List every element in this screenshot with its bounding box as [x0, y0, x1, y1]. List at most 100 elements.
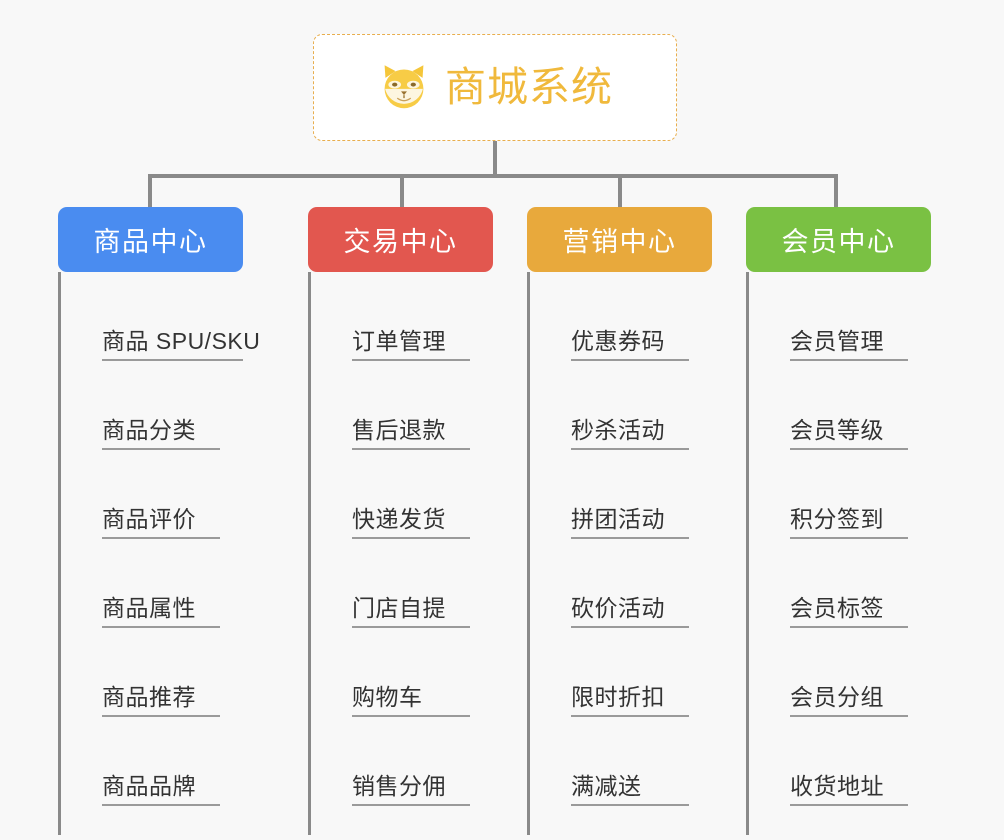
- connector-drop-3: [618, 174, 622, 209]
- root-node-shop-system[interactable]: 商城系统: [313, 34, 677, 141]
- leaf-underline: 会员标签: [790, 595, 908, 628]
- list-item-label: 会员等级: [790, 416, 884, 443]
- connector-root-stub: [493, 141, 497, 178]
- list-item-label: 会员分组: [790, 683, 884, 710]
- list-item[interactable]: 优惠券码: [527, 272, 712, 361]
- category-header-label: 营销中心: [562, 227, 677, 257]
- leaf-underline: 商品品牌: [102, 773, 220, 806]
- leaf-underline: 商品属性: [102, 595, 220, 628]
- leaf-underline: 商品 SPU/SKU: [102, 328, 260, 361]
- list-item[interactable]: 限时折扣: [527, 628, 712, 717]
- leaf-underline: 门店自提: [352, 595, 470, 628]
- list-item-label: 会员管理: [790, 327, 884, 354]
- list-item[interactable]: 收货地址: [746, 717, 931, 806]
- connector-horizontal-bus: [150, 174, 838, 178]
- list-item-label: 满减送: [571, 772, 642, 799]
- category-header-label: 商品中心: [93, 227, 208, 257]
- column-spine: [308, 272, 311, 835]
- category-header-product[interactable]: 商品中心: [58, 207, 243, 272]
- list-item-label: 销售分佣: [352, 772, 446, 799]
- leaf-underline: 会员等级: [790, 417, 908, 450]
- list-item[interactable]: 商品品牌: [58, 717, 243, 806]
- list-item[interactable]: 满减送: [527, 717, 712, 806]
- category-column-marketing: 营销中心 优惠券码 秒杀活动 拼团活动 砍价活动: [527, 207, 712, 835]
- list-item[interactable]: 砍价活动: [527, 539, 712, 628]
- root-title: 商城系统: [445, 64, 613, 110]
- connector-drop-2: [400, 174, 404, 209]
- column-spine: [58, 272, 61, 835]
- leaf-list: 商品 SPU/SKU 商品分类 商品评价 商品属性 商品推荐: [58, 272, 260, 806]
- leaf-underline: 优惠券码: [571, 328, 689, 361]
- list-item[interactable]: 秒杀活动: [527, 361, 712, 450]
- leaf-underline: 满减送: [571, 773, 689, 806]
- list-item[interactable]: 售后退款: [308, 361, 493, 450]
- list-item-label: 售后退款: [352, 416, 446, 443]
- category-header-label: 会员中心: [781, 227, 896, 257]
- list-item[interactable]: 会员等级: [746, 361, 931, 450]
- list-item-label: 商品品牌: [102, 772, 196, 799]
- column-spine: [527, 272, 530, 835]
- list-item-label: 商品 SPU/SKU: [102, 327, 261, 354]
- list-item-label: 秒杀活动: [571, 416, 665, 443]
- list-item[interactable]: 销售分佣: [308, 717, 493, 806]
- category-header-member[interactable]: 会员中心: [746, 207, 931, 272]
- list-item[interactable]: 商品 SPU/SKU: [58, 272, 260, 361]
- list-item[interactable]: 快递发货: [308, 450, 493, 539]
- list-item-label: 商品评价: [102, 505, 196, 532]
- leaf-underline: 购物车: [352, 684, 470, 717]
- list-item[interactable]: 商品评价: [58, 450, 243, 539]
- list-item[interactable]: 会员管理: [746, 272, 931, 361]
- category-header-marketing[interactable]: 营销中心: [527, 207, 712, 272]
- connector-drop-4: [834, 174, 838, 209]
- leaf-underline: 订单管理: [352, 328, 470, 361]
- column-spine: [746, 272, 749, 835]
- list-item[interactable]: 积分签到: [746, 450, 931, 539]
- list-item-label: 限时折扣: [571, 683, 665, 710]
- category-header-label: 交易中心: [343, 227, 458, 257]
- category-column-trade: 交易中心 订单管理 售后退款 快递发货 门店自提: [308, 207, 493, 835]
- category-column-member: 会员中心 会员管理 会员等级 积分签到 会员标签: [746, 207, 931, 835]
- list-item[interactable]: 会员分组: [746, 628, 931, 717]
- list-item-label: 门店自提: [352, 594, 446, 621]
- leaf-underline: 砍价活动: [571, 595, 689, 628]
- list-item-label: 拼团活动: [571, 505, 665, 532]
- category-column-product: 商品中心 商品 SPU/SKU 商品分类 商品评价 商品属性: [58, 207, 260, 835]
- leaf-underline: 秒杀活动: [571, 417, 689, 450]
- list-item-label: 商品推荐: [102, 683, 196, 710]
- leaf-underline: 拼团活动: [571, 506, 689, 539]
- category-header-trade[interactable]: 交易中心: [308, 207, 493, 272]
- list-item-label: 商品属性: [102, 594, 196, 621]
- list-item-label: 购物车: [352, 683, 423, 710]
- list-item-label: 快递发货: [352, 505, 446, 532]
- leaf-underline: 快递发货: [352, 506, 470, 539]
- leaf-underline: 收货地址: [790, 773, 908, 806]
- leaf-underline: 商品推荐: [102, 684, 220, 717]
- list-item-label: 收货地址: [790, 772, 884, 799]
- list-item[interactable]: 订单管理: [308, 272, 493, 361]
- list-item[interactable]: 购物车: [308, 628, 493, 717]
- shiba-dog-face-icon: [384, 64, 424, 108]
- connector-drop-1: [148, 174, 152, 209]
- leaf-underline: 会员分组: [790, 684, 908, 717]
- list-item-label: 优惠券码: [571, 327, 665, 354]
- leaf-underline: 商品分类: [102, 417, 220, 450]
- list-item-label: 砍价活动: [571, 594, 665, 621]
- leaf-list: 优惠券码 秒杀活动 拼团活动 砍价活动 限时折扣: [527, 272, 712, 806]
- list-item[interactable]: 商品推荐: [58, 628, 243, 717]
- list-item-label: 订单管理: [352, 327, 446, 354]
- leaf-underline: 销售分佣: [352, 773, 470, 806]
- list-item[interactable]: 拼团活动: [527, 450, 712, 539]
- leaf-list: 会员管理 会员等级 积分签到 会员标签 会员分组: [746, 272, 931, 806]
- leaf-underline: 积分签到: [790, 506, 908, 539]
- list-item-label: 积分签到: [790, 505, 884, 532]
- list-item-label: 会员标签: [790, 594, 884, 621]
- leaf-underline: 限时折扣: [571, 684, 689, 717]
- list-item[interactable]: 商品属性: [58, 539, 243, 628]
- leaf-underline: 会员管理: [790, 328, 908, 361]
- leaf-underline: 商品评价: [102, 506, 220, 539]
- list-item[interactable]: 门店自提: [308, 539, 493, 628]
- leaf-underline: 售后退款: [352, 417, 470, 450]
- list-item[interactable]: 商品分类: [58, 361, 243, 450]
- list-item[interactable]: 会员标签: [746, 539, 931, 628]
